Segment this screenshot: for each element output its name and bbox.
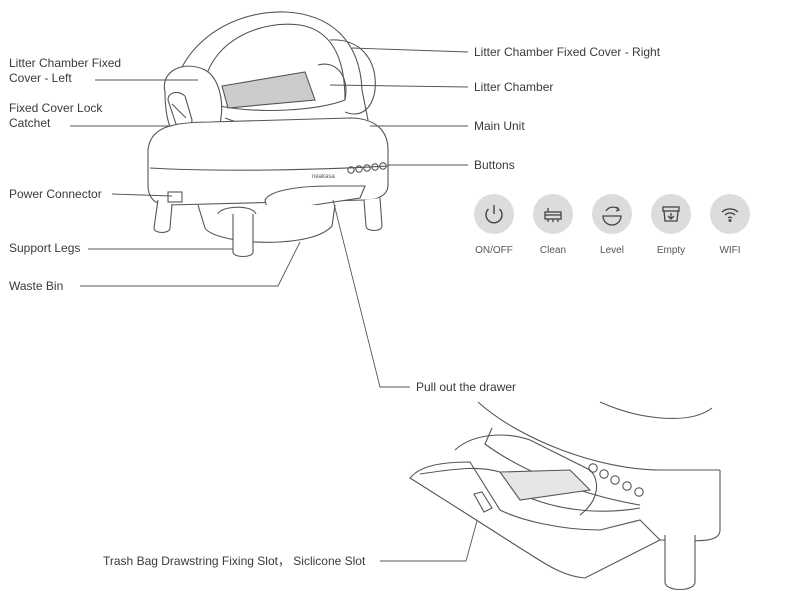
leg-left-front: [232, 214, 254, 258]
waste-bin: [197, 204, 336, 243]
onoff-button: [474, 194, 514, 234]
drawer-tray: [409, 461, 661, 579]
button-caption-wifi: WIFI: [719, 245, 741, 256]
button-caption-clean: Clean: [539, 245, 567, 256]
label-power-connector: Power Connector: [9, 187, 102, 201]
leg-left-back: [153, 199, 173, 234]
label-pull-drawer: Pull out the drawer: [416, 380, 517, 394]
button-caption-empty: Empty: [656, 245, 686, 256]
drawer-closeup: [409, 401, 721, 591]
leg-right: [363, 197, 383, 232]
label-cover-right: Litter Chamber Fixed Cover - Right: [474, 45, 661, 59]
wifi-button: [710, 194, 750, 234]
broom-icon: [544, 208, 562, 222]
button-caption-onoff: ON/OFF: [475, 245, 513, 256]
empty-bin-icon: [662, 206, 680, 222]
leg-closeup: [664, 535, 696, 591]
brand-mark: neakasa: [312, 174, 335, 180]
clean-button: [533, 194, 573, 234]
empty-button: [651, 194, 691, 234]
label-support-legs: Support Legs: [9, 241, 81, 255]
label-buttons: Buttons: [474, 158, 515, 172]
chamber-opening: [204, 23, 346, 111]
power-icon: [485, 205, 503, 224]
wifi-icon: [721, 208, 739, 223]
label-main-unit: Main Unit: [474, 119, 525, 133]
right-cover: [329, 39, 376, 115]
mesh-filter: [221, 71, 316, 109]
label-lock-catchet: Fixed Cover Lock Catchet: [9, 101, 103, 130]
level-button: [592, 194, 632, 234]
label-trash-bag-slot: Trash Bag Drawstring Fixing Slot， Siclic…: [103, 554, 366, 568]
label-waste-bin: Waste Bin: [9, 279, 64, 293]
label-cover-left: Litter Chamber Fixed Cover - Left: [9, 56, 122, 85]
level-icon: [602, 206, 622, 226]
label-litter-chamber: Litter Chamber: [474, 80, 554, 94]
drawstring-slot: [473, 491, 493, 513]
button-caption-level: Level: [600, 245, 624, 256]
